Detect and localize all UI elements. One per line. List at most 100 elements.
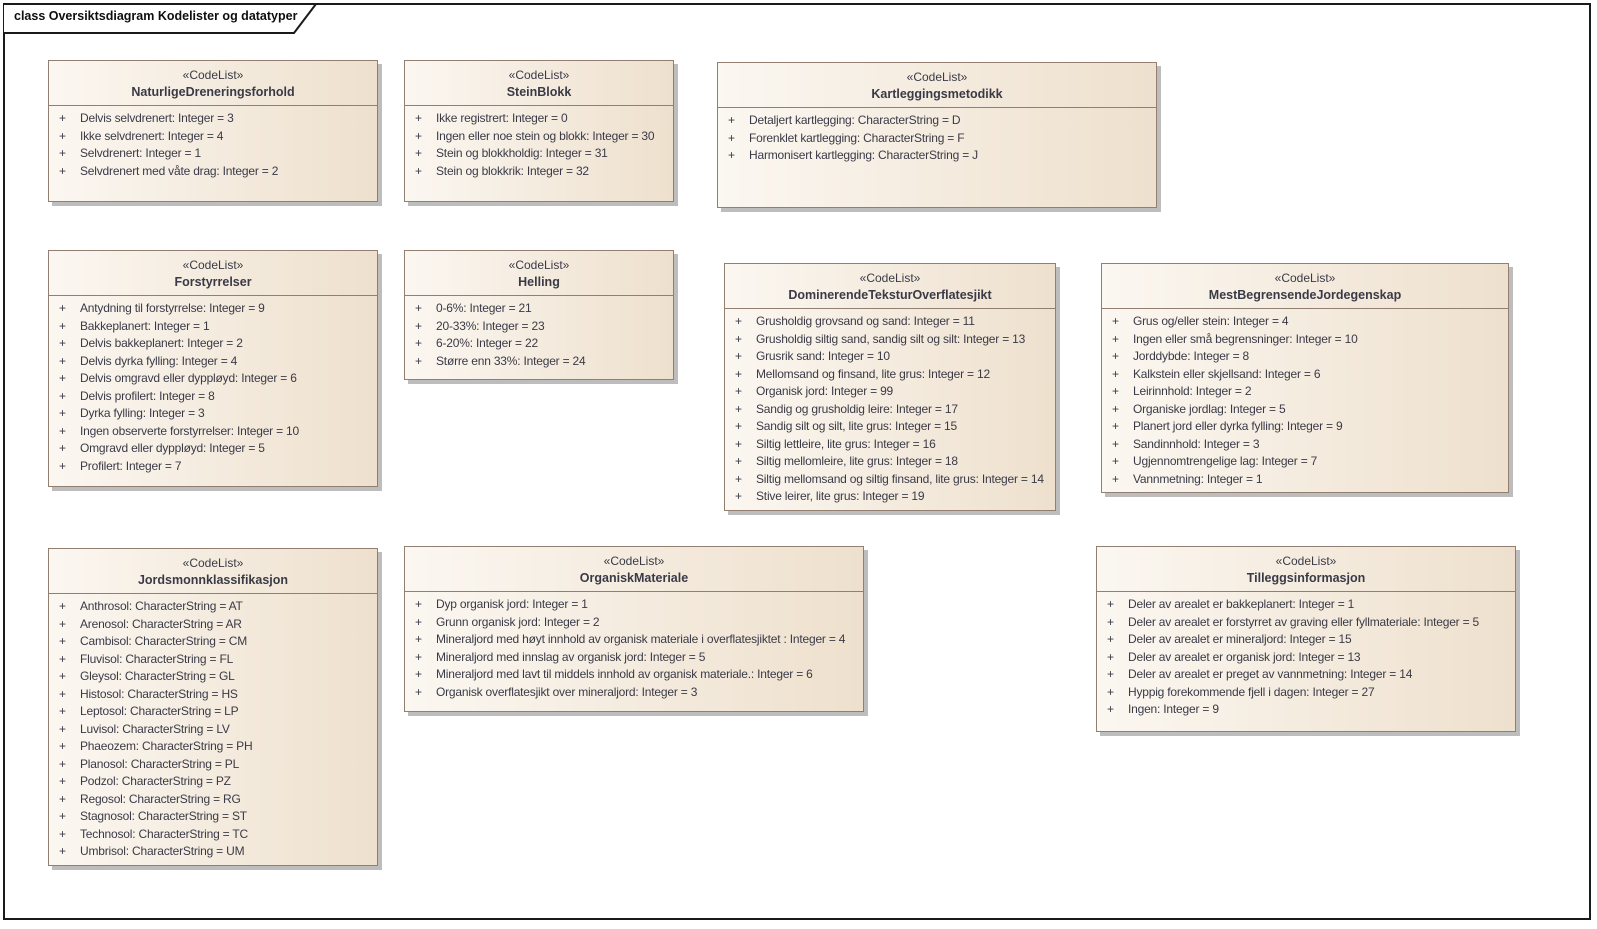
attribute-text: Jorddybde: Integer = 8: [1133, 349, 1250, 363]
visibility-plus-icon: +: [59, 634, 67, 648]
attribute-text: Omgravd eller dyppløyd: Integer = 5: [80, 441, 265, 455]
attribute-text: Mineraljord med høyt innhold av organisk…: [436, 632, 846, 646]
visibility-plus-icon: +: [735, 366, 743, 381]
class-box-Tilleggsinformasjon[interactable]: «CodeList»Tilleggsinformasjon+Deler av a…: [1096, 546, 1516, 732]
attribute-row: + Planosol: CharacterString = PL: [49, 756, 377, 774]
visibility-plus-icon: +: [59, 616, 67, 631]
class-attributes: +Anthrosol: CharacterString = AT+Arenoso…: [49, 594, 377, 861]
attribute-text: Organisk overflatesjikt over mineraljord…: [436, 684, 698, 699]
class-stereotype: «CodeList»: [1275, 554, 1337, 568]
visibility-plus-icon: +: [735, 419, 743, 433]
class-box-OrganiskMateriale[interactable]: «CodeList»OrganiskMateriale+Dyp organisk…: [404, 546, 864, 712]
visibility-plus-icon: +: [59, 128, 67, 143]
class-box-NaturligeDreneringsforhold[interactable]: «CodeList»NaturligeDreneringsforhold+Del…: [48, 60, 378, 202]
class-header: «CodeList»Tilleggsinformasjon: [1097, 547, 1515, 592]
attribute-text: Delvis bakkeplanert: Integer = 2: [80, 336, 243, 350]
visibility-plus-icon: +: [1107, 667, 1115, 681]
class-box-SteinBlokk[interactable]: «CodeList»SteinBlokk+Ikke registrert: In…: [404, 60, 674, 202]
attribute-text: 20-33%: Integer = 23: [436, 318, 545, 333]
attribute-text: Mineraljord med lavt til middels innhold…: [436, 667, 813, 681]
visibility-plus-icon: +: [59, 721, 67, 736]
visibility-plus-icon: +: [415, 318, 423, 333]
attribute-row: +Deler av arealet er forstyrret av gravi…: [1097, 614, 1515, 632]
attribute-text: Dyrka fylling: Integer = 3: [80, 406, 205, 420]
class-header: «CodeList»Helling: [405, 251, 673, 296]
visibility-plus-icon: +: [415, 632, 423, 646]
attribute-text: Sandinnhold: Integer = 3: [1133, 436, 1260, 451]
attribute-text: Leirinnhold: Integer = 2: [1133, 384, 1252, 398]
attribute-text: Ingen eller noe stein og blokk: Integer …: [436, 128, 655, 143]
visibility-plus-icon: +: [59, 441, 67, 455]
attribute-text: Mellomsand og finsand, lite grus: Intege…: [756, 366, 990, 381]
class-box-Jordsmonnklassifikasjon[interactable]: «CodeList»Jordsmonnklassifikasjon+Anthro…: [48, 548, 378, 866]
attribute-row: +Jorddybde: Integer = 8: [1102, 348, 1508, 366]
attribute-text: Siltig mellomleire, lite grus: Integer =…: [756, 454, 958, 468]
class-name: DominerendeTeksturOverflatesjikt: [788, 288, 992, 302]
class-header: «CodeList»MestBegrensendeJordegenskap: [1102, 264, 1508, 309]
attribute-row: +Dyp organisk jord: Integer = 1: [405, 596, 863, 614]
visibility-plus-icon: +: [735, 436, 743, 451]
visibility-plus-icon: +: [415, 614, 423, 629]
visibility-plus-icon: +: [59, 756, 67, 771]
class-header: «CodeList» Kartleggingsmetodikk: [718, 63, 1156, 108]
class-box-MestBegrensendeJordegenskap[interactable]: «CodeList»MestBegrensendeJordegenskap+Gr…: [1101, 263, 1509, 493]
attribute-text: Ingen observerte forstyrrelser: Integer …: [80, 423, 299, 438]
visibility-plus-icon: +: [59, 651, 67, 666]
attribute-text: Siltig lettleire, lite grus: Integer = 1…: [756, 436, 936, 451]
visibility-plus-icon: +: [1107, 649, 1115, 664]
class-box-Helling[interactable]: «CodeList»Helling+0-6%: Integer = 21+20-…: [404, 250, 674, 380]
attribute-row: + Fluvisol: CharacterString = FL: [49, 651, 377, 669]
class-header: «CodeList»DominerendeTeksturOverflatesji…: [725, 264, 1055, 309]
attribute-text: Ingen eller små begrensninger: Integer =…: [1133, 331, 1358, 346]
attribute-text: Grusholdig grovsand og sand: Integer = 1…: [756, 314, 975, 328]
attribute-text: Technosol: CharacterString = TC: [80, 826, 248, 841]
attribute-text: Grunn organisk jord: Integer = 2: [436, 614, 600, 629]
visibility-plus-icon: +: [59, 774, 67, 788]
visibility-plus-icon: +: [415, 146, 423, 160]
attribute-text: Organisk jord: Integer = 99: [756, 384, 894, 398]
attribute-row: +Stein og blokkholdig: Integer = 31: [405, 145, 673, 163]
attribute-text: Gleysol: CharacterString = GL: [80, 669, 235, 683]
attribute-row: + Deler av arealet er preget av vannmetni…: [1097, 666, 1515, 684]
visibility-plus-icon: +: [1107, 597, 1115, 611]
visibility-plus-icon: +: [59, 844, 67, 858]
visibility-plus-icon: +: [735, 349, 743, 363]
class-stereotype: «CodeList»: [906, 70, 968, 84]
class-name: Kartleggingsmetodikk: [871, 87, 1003, 101]
class-header: «CodeList»Jordsmonnklassifikasjon: [49, 549, 377, 594]
visibility-plus-icon: +: [415, 301, 423, 315]
attribute-text: Delvis dyrka fylling: Integer = 4: [80, 353, 238, 368]
class-attributes: +Detaljert kartlegging: CharacterString …: [718, 108, 1156, 165]
attribute-row: +Deler av arealet er organisk jord: Inte…: [1097, 649, 1515, 667]
class-box-Forstyrrelser[interactable]: «CodeList»Forstyrrelser+Antydning til fo…: [48, 250, 378, 487]
attribute-row: +Bakkeplanert: Integer = 1: [49, 318, 377, 336]
attribute-row: +Phaeozem: CharacterString = PH: [49, 738, 377, 756]
visibility-plus-icon: +: [59, 458, 67, 473]
attribute-row: +Kalkstein eller skjellsand: Integer = 6: [1102, 366, 1508, 384]
class-box-Kartleggingsmetodikk[interactable]: «CodeList» Kartleggingsmetodikk +Detaljert…: [717, 62, 1157, 208]
attribute-text: Delvis selvdrenert: Integer = 3: [80, 111, 234, 125]
visibility-plus-icon: +: [415, 667, 423, 681]
attribute-text: Deler av arealet er preget av vannmetnin…: [1128, 667, 1413, 681]
attribute-row: +Arenosol: CharacterString = AR: [49, 616, 377, 634]
title-tab-shape: [3, 3, 319, 34]
diagram-title: class Oversiktsdiagram Kodelister og dat…: [14, 9, 298, 23]
visibility-plus-icon: +: [415, 111, 423, 125]
attribute-text: Fluvisol: CharacterString = FL: [80, 651, 234, 666]
attribute-text: Ikke registrert: Integer = 0: [436, 111, 568, 125]
visibility-plus-icon: +: [1112, 384, 1120, 398]
visibility-plus-icon: +: [59, 301, 67, 315]
attribute-row: +Større enn 33%: Integer = 24: [405, 353, 673, 371]
attribute-text: Delvis profilert: Integer = 8: [80, 388, 215, 403]
visibility-plus-icon: +: [415, 353, 423, 368]
visibility-plus-icon: +: [59, 388, 67, 403]
attribute-row: + Ikke selvdrenert: Integer = 4: [49, 128, 377, 146]
attribute-text: Detaljert kartlegging: CharacterString =…: [749, 113, 961, 127]
attribute-text: Ikke selvdrenert: Integer = 4: [80, 128, 224, 143]
class-box-DominerendeTeksturOverflatesjikt[interactable]: «CodeList»DominerendeTeksturOverflatesji…: [724, 263, 1056, 511]
visibility-plus-icon: +: [735, 454, 743, 468]
attribute-row: +Sandig silt og silt, lite grus: Integer…: [725, 418, 1055, 436]
attribute-row: + Mineraljord med lavt til middels innhol…: [405, 666, 863, 684]
attribute-text: Planosol: CharacterString = PL: [80, 756, 240, 771]
attribute-text: Grusholdig siltig sand, sandig silt og s…: [756, 331, 1026, 346]
